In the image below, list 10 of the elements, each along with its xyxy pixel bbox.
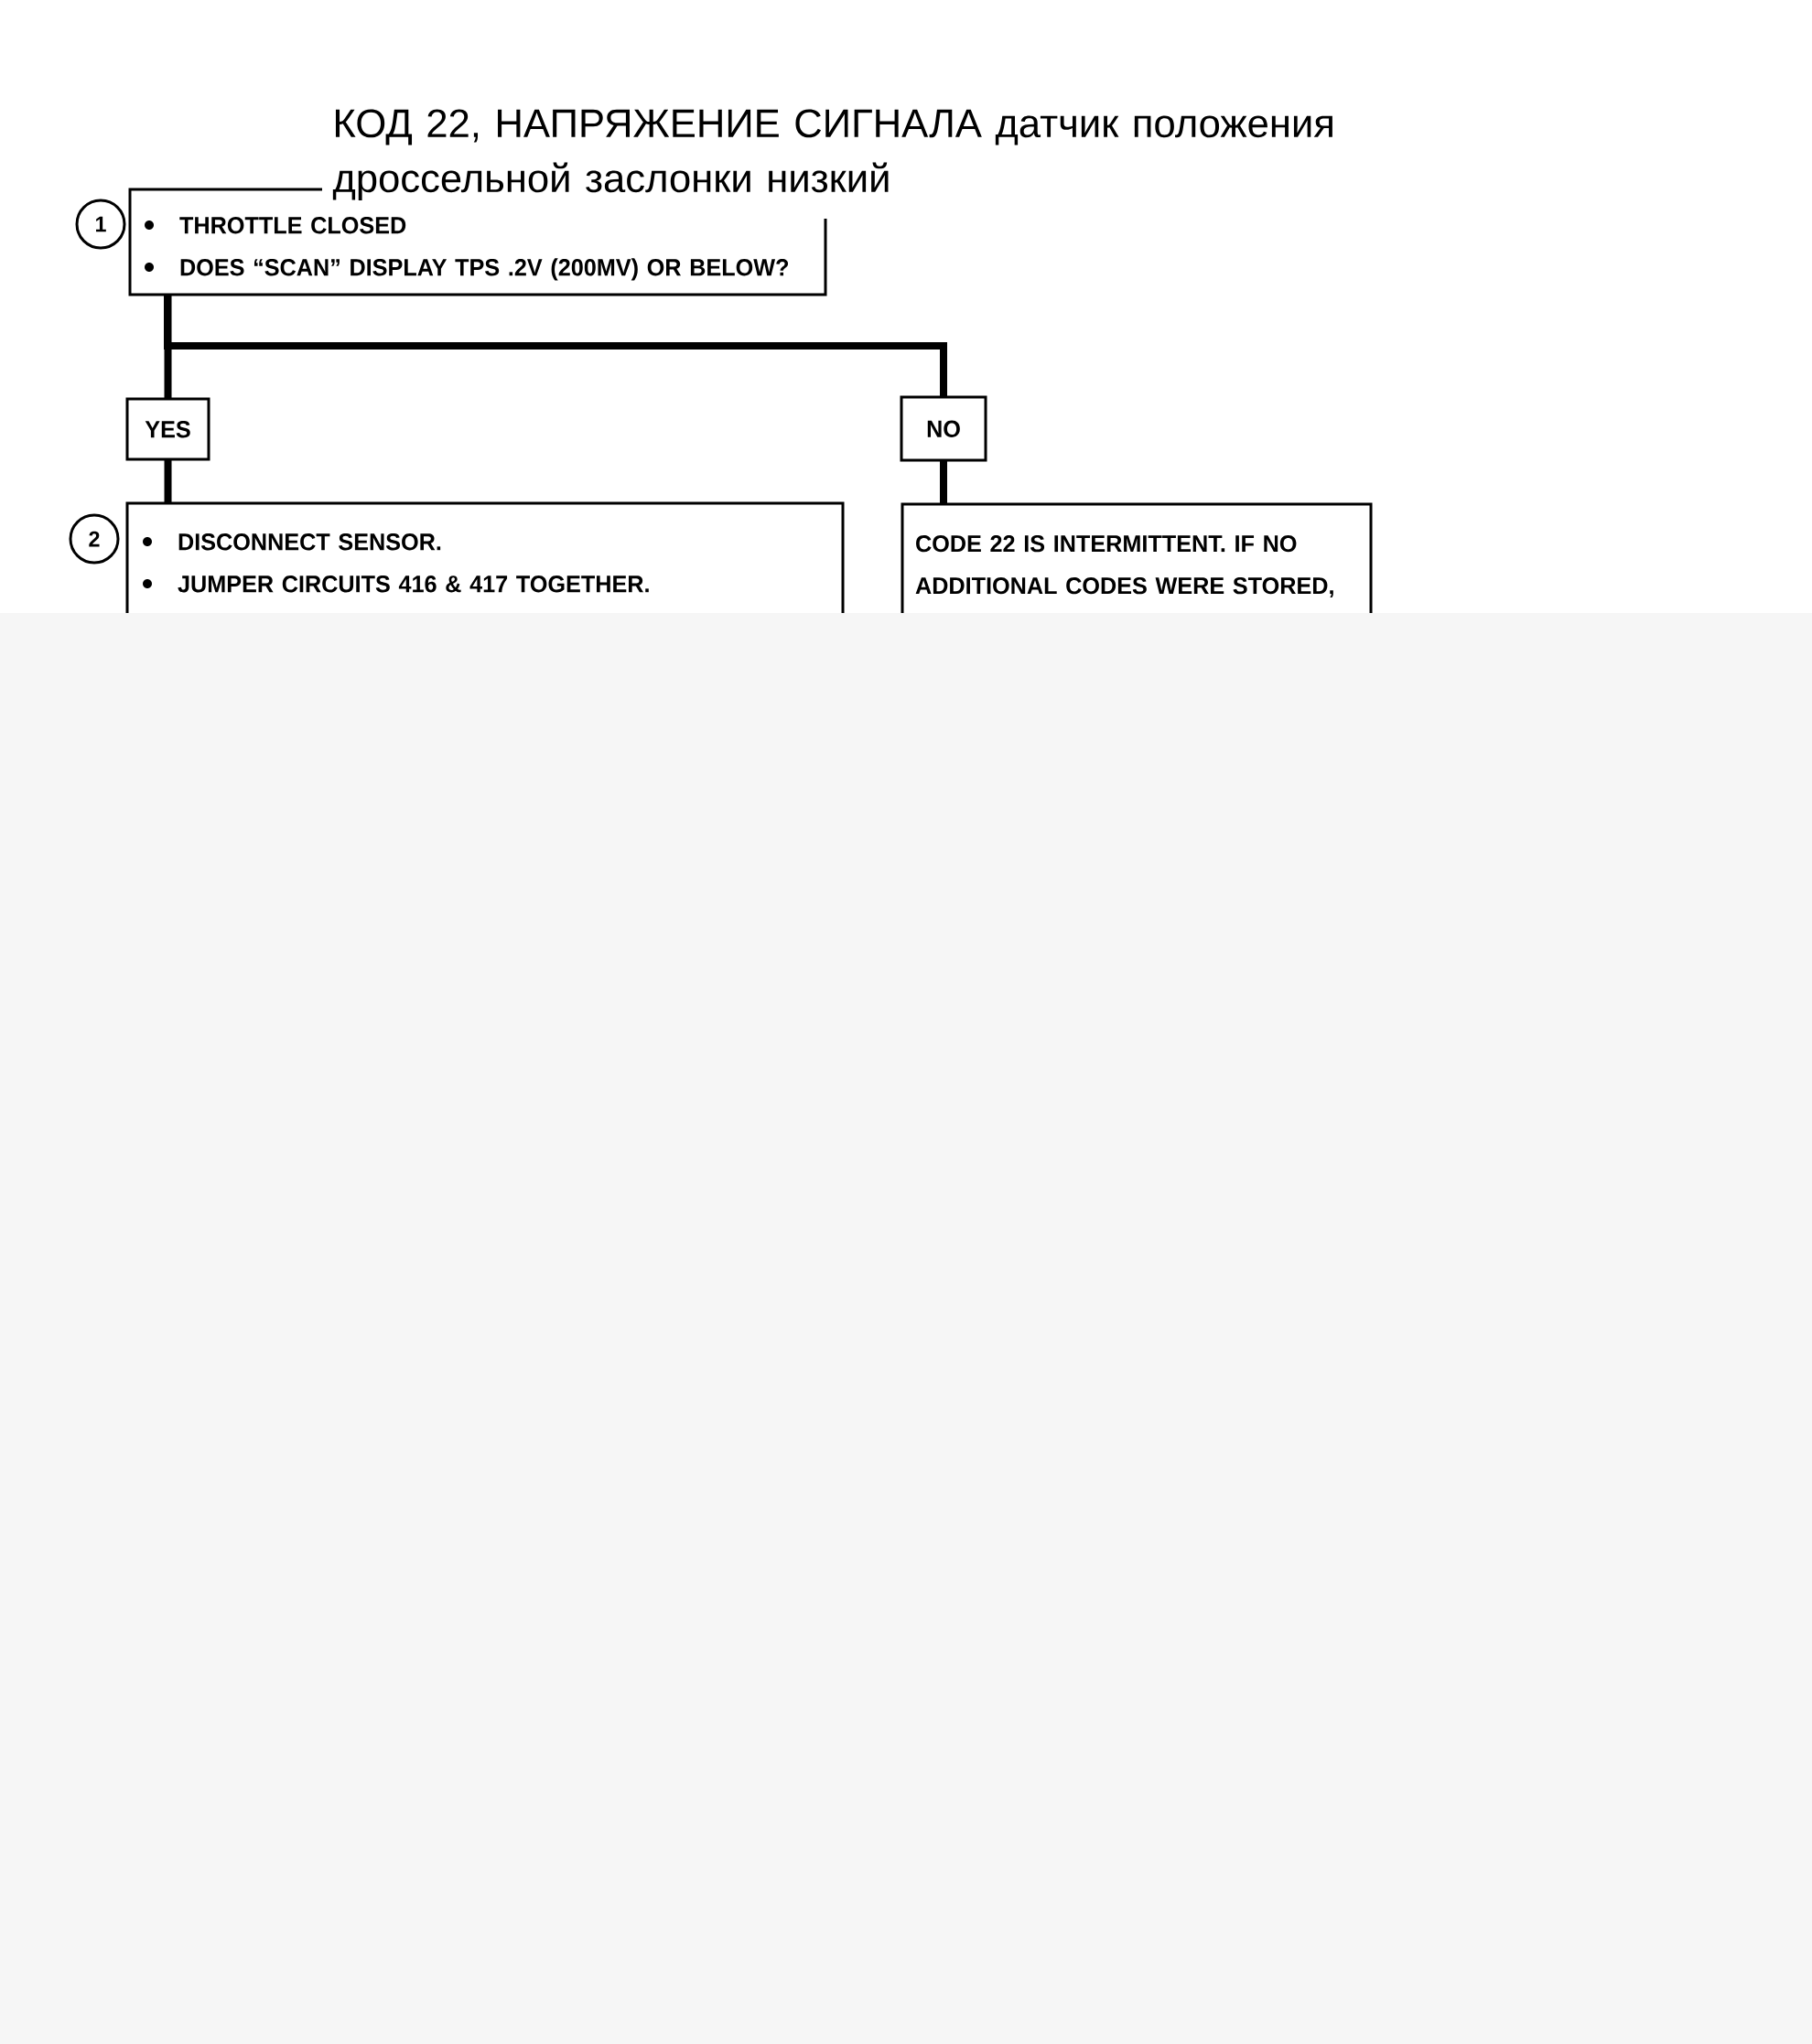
- connector-line: [940, 460, 947, 504]
- connector-line: [164, 295, 947, 397]
- step-number: 1: [75, 199, 126, 250]
- branch-box: NO: [900, 395, 987, 462]
- result-box: CODE 22 IS INTERMITTENT. IF NO ADDITIONAL CODES WERE STORED,: [901, 502, 1373, 613]
- connector-line: [164, 459, 172, 503]
- step-number: 2: [69, 513, 120, 565]
- instruction-box: DISCONNECT SENSOR. JUMPER CIRCUITS 416 & 417 TOGETHER.: [125, 501, 845, 613]
- connector-line: [164, 295, 172, 399]
- branch-box: YES: [125, 397, 210, 461]
